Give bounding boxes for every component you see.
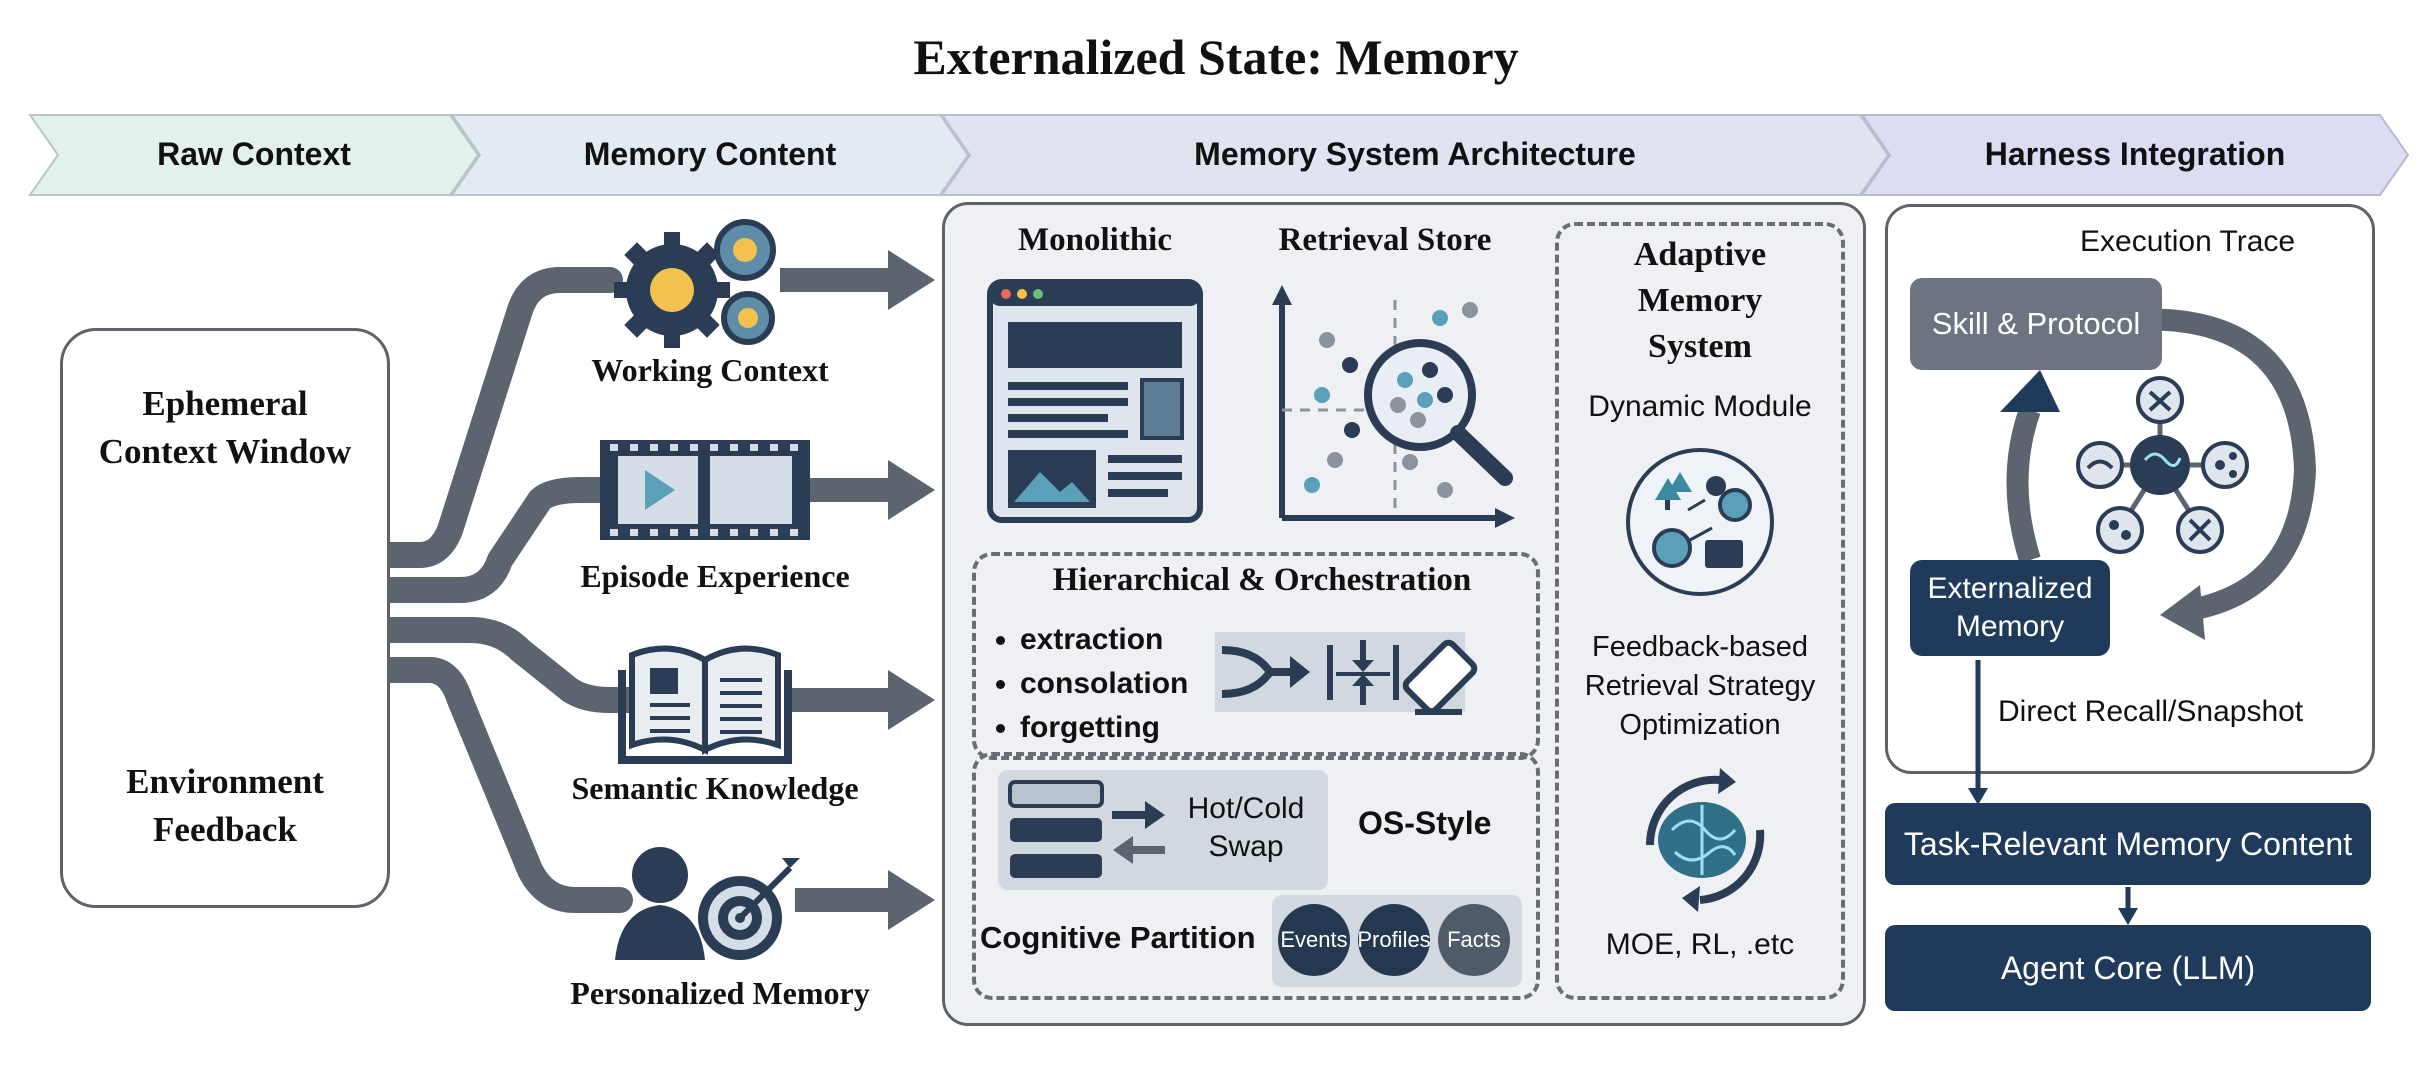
os-style-box	[972, 752, 1540, 1000]
stage-header-bar	[28, 114, 2410, 196]
stage-chevron-raw-context	[28, 114, 480, 196]
hierarchical-box	[972, 552, 1540, 760]
gears-icon	[614, 219, 776, 348]
hot-cold-swap-label: Hot/Cold Swap	[1187, 792, 1305, 863]
adaptive-memory-title: Adaptive Memory System	[1633, 236, 1767, 365]
task-relevant-memory-box: Task-Relevant Memory Content	[1885, 803, 2371, 885]
hierarchical-bullets: extraction consolation forgetting	[992, 620, 1188, 752]
cognitive-partition-label: Cognitive Partition	[980, 920, 1256, 955]
hierarchical-title: Hierarchical & Orchestration	[1052, 562, 1472, 598]
feedback-optimization-label: Feedback-based Retrieval Strategy Optimi…	[1584, 631, 1816, 741]
browser-window-icon	[987, 279, 1203, 523]
connector-arrowhead-core	[2118, 908, 2138, 925]
person-target-icon	[615, 847, 800, 960]
server-stack-icon	[998, 770, 1328, 890]
stage-label-architecture: Memory System Architecture	[1194, 136, 1636, 172]
adaptive-memory-box	[1555, 222, 1845, 1000]
os-style-label: OS-Style	[1358, 805, 1492, 841]
brain-cycle-icon	[1645, 768, 1765, 912]
network-globe-icon	[1626, 448, 1774, 596]
partition-events: Events	[1278, 904, 1350, 976]
raw-context-card	[60, 328, 390, 908]
dynamic-module-label: Dynamic Module	[1588, 390, 1812, 423]
page-title: Externalized State: Memory	[913, 29, 1519, 85]
partition-facts: Facts	[1438, 904, 1510, 976]
flow-lines	[377, 267, 653, 913]
environment-feedback-label: Environment Feedback	[126, 762, 324, 849]
ephemeral-context-label: Ephemeral Context Window	[98, 384, 352, 471]
harness-cycle-arrows	[2006, 308, 2317, 621]
bullet-extraction: extraction	[1020, 620, 1188, 660]
memory-content-episode-experience: Episode Experience	[580, 558, 850, 594]
magnifier-scatter-icon	[1272, 285, 1515, 528]
brain-hub-icon	[2076, 376, 2249, 554]
harness-arrow-up	[2000, 370, 2060, 412]
stage-chevron-architecture	[940, 114, 1890, 196]
stage-chevron-harness	[1860, 114, 2410, 196]
direct-recall-label: Direct Recall/Snapshot	[1998, 695, 2304, 728]
stage-label-memory-content: Memory Content	[583, 136, 837, 172]
film-strip-icon	[600, 440, 810, 540]
flow-arrows	[780, 250, 935, 930]
memory-content-working-context: Working Context	[591, 352, 829, 388]
agent-core-box: Agent Core (LLM)	[1885, 925, 2371, 1011]
eraser-icon	[1402, 639, 1478, 715]
connector-arrowhead-task	[1968, 788, 1988, 805]
memory-content-semantic-knowledge: Semantic Knowledge	[571, 770, 859, 806]
memory-content-personalized-memory: Personalized Memory	[570, 975, 870, 1011]
bullet-forgetting: forgetting	[1020, 708, 1188, 748]
stage-label-harness: Harness Integration	[1984, 136, 2286, 172]
open-book-icon	[618, 645, 792, 764]
retrieval-store-label: Retrieval Store	[1278, 222, 1492, 258]
moe-rl-label: MOE, RL, .etc	[1605, 928, 1795, 961]
harness-arrow-down	[2160, 585, 2205, 640]
partition-profiles: Profiles	[1357, 904, 1431, 976]
skill-protocol-box: Skill & Protocol	[1910, 278, 2162, 370]
bullet-consolation: consolation	[1020, 664, 1188, 704]
stage-label-raw-context: Raw Context	[157, 136, 351, 172]
execution-trace-label: Execution Trace	[2080, 225, 2296, 258]
externalized-memory-box: Externalized Memory	[1910, 560, 2110, 656]
monolithic-label: Monolithic	[1018, 222, 1172, 258]
compress-icon	[1327, 640, 1399, 705]
stage-chevron-memory-content	[450, 114, 970, 196]
